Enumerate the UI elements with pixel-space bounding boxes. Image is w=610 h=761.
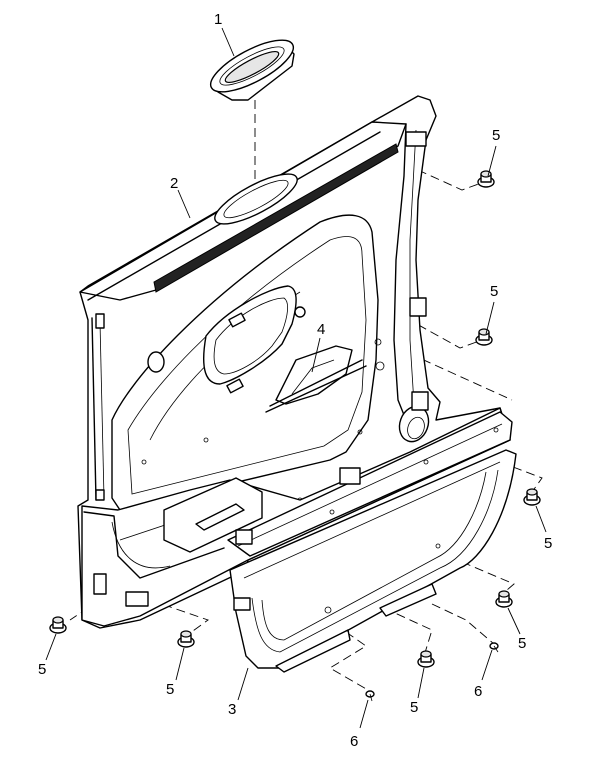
door-trim-panel [77, 95, 513, 629]
callout-1: 1 [214, 11, 223, 28]
callout-5: 5 [410, 699, 419, 716]
retainer-clip [49, 616, 67, 634]
callout-2: 2 [170, 175, 179, 192]
callout-4: 4 [317, 321, 326, 338]
retainer-clips [49, 170, 541, 668]
leader-lines [45, 27, 547, 729]
callout-3: 3 [228, 701, 237, 718]
small-clips [365, 642, 499, 702]
retainer-clip [523, 488, 541, 506]
lower-door-panel [229, 449, 517, 673]
small-clip [365, 690, 375, 702]
callout-5: 5 [518, 635, 527, 652]
callout-5: 5 [544, 535, 553, 552]
handle-bezel-part [209, 39, 295, 101]
retainer-clip [417, 650, 435, 668]
retainer-clip [475, 328, 493, 346]
callout-5: 5 [166, 681, 175, 698]
callout-5: 5 [492, 127, 501, 144]
retainer-clip [177, 630, 195, 648]
callout-5: 5 [38, 661, 47, 678]
callout-6: 6 [474, 683, 483, 700]
retainer-clip [495, 590, 513, 608]
callout-6: 6 [350, 733, 359, 750]
callout-5: 5 [490, 283, 499, 300]
small-clip [489, 642, 499, 653]
retainer-clip [477, 170, 495, 188]
